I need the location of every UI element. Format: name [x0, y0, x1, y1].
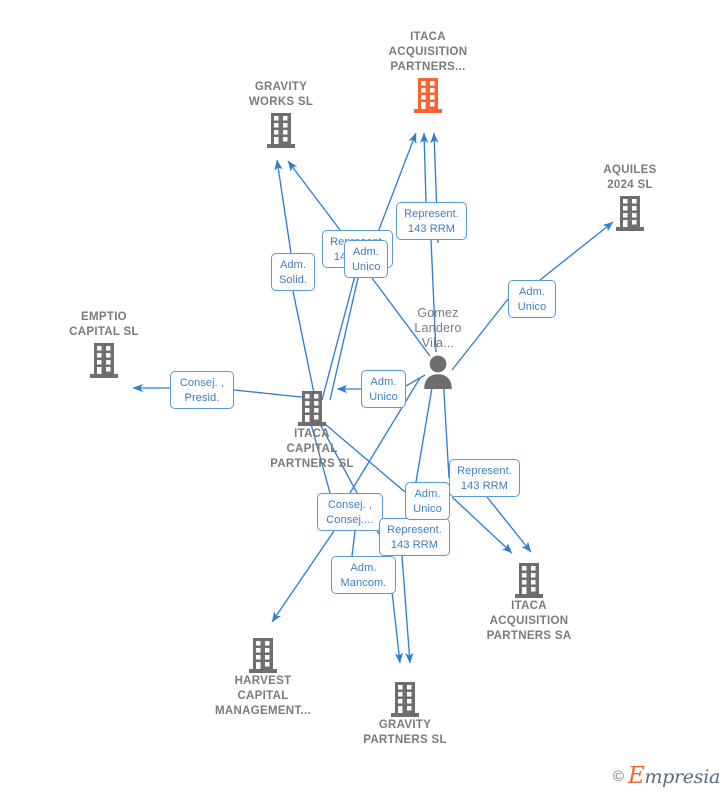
- edge-label-adm-unico-mid[interactable]: Adm. Unico: [405, 482, 450, 520]
- edge-label-consej-presid[interactable]: Consej. , Presid.: [170, 371, 234, 409]
- node-gomez-landero-vila[interactable]: Gomez Landero Vila...: [363, 306, 513, 390]
- edge-adm-solid-to-gravity-works: [274, 159, 292, 254]
- node-gravity-partners-sl[interactable]: GRAVITY PARTNERS SL: [330, 679, 480, 748]
- node-label: HARVEST CAPITAL MANAGEMENT...: [215, 675, 311, 717]
- edge-represent143-to-gravity-partners: [401, 555, 414, 664]
- node-itaca-capital-partners-sl[interactable]: ITACA CAPITAL PARTNERS SL: [237, 388, 387, 472]
- building-icon: [264, 111, 298, 149]
- node-itaca-acquisition-partners[interactable]: ITACA ACQUISITION PARTNERS...: [353, 30, 503, 114]
- edge-represent143-to-itaca-acq-a: [420, 132, 429, 203]
- brand-initial: E: [627, 763, 645, 789]
- brand-rest: mpresia: [644, 766, 720, 788]
- connector-adm-unico-top-source: [329, 277, 359, 401]
- building-icon: [246, 636, 280, 674]
- edge-label-adm-mancom[interactable]: Adm. Mancom.: [331, 556, 396, 594]
- node-label: ITACA CAPITAL PARTNERS SL: [270, 428, 354, 470]
- person-icon: [421, 352, 455, 390]
- building-icon: [87, 341, 121, 379]
- node-aquiles-2024-sl[interactable]: AQUILES 2024 SL: [555, 163, 705, 232]
- copyright-icon: ©: [612, 767, 624, 785]
- node-label: GRAVITY PARTNERS SL: [363, 719, 447, 746]
- edge-label-adm-unico-itaca-capital[interactable]: Adm. Unico: [361, 370, 406, 408]
- connector-represent143-hidden-source: [321, 267, 358, 401]
- edge-label-represent-143-rrm-mid-right[interactable]: Represent. 143 RRM: [449, 459, 520, 497]
- edge-represent143-to-gravity-works: [287, 160, 341, 231]
- empresia-watermark: © Empresia: [613, 763, 720, 789]
- edge-consej-consej-to-harvest: [271, 530, 335, 623]
- building-icon: [295, 389, 329, 427]
- edge-label-adm-unico-top-center[interactable]: Adm. Unico: [344, 240, 388, 278]
- building-icon: [512, 561, 546, 599]
- building-icon: [411, 76, 445, 114]
- edge-label-represent-143-rrm-top[interactable]: Represent. 143 RRM: [396, 202, 467, 240]
- edge-label-adm-solid[interactable]: Adm. Solid.: [271, 253, 315, 291]
- node-itaca-acquisition-partners-sa[interactable]: ITACA ACQUISITION PARTNERS SA: [454, 560, 604, 644]
- building-icon: [388, 680, 422, 718]
- brand-name: Empresia: [628, 763, 720, 789]
- node-emptio-capital-sl[interactable]: EMPTIO CAPITAL SL: [29, 310, 179, 379]
- building-icon: [613, 194, 647, 232]
- connector-adm-unico-mid-person: [415, 375, 435, 483]
- node-label: ITACA ACQUISITION PARTNERS SA: [486, 600, 572, 642]
- node-gravity-works-sl[interactable]: GRAVITY WORKS SL: [206, 80, 356, 149]
- edge-adm-unico-to-itaca-acq-sa: [451, 496, 513, 554]
- edge-label-consej-consej[interactable]: Consej. , Consej....: [317, 493, 383, 531]
- node-label: ITACA ACQUISITION PARTNERS...: [388, 31, 468, 73]
- node-label: AQUILES 2024 SL: [603, 164, 657, 191]
- node-harvest-capital-management[interactable]: HARVEST CAPITAL MANAGEMENT...: [188, 635, 338, 719]
- node-label: GRAVITY WORKS SL: [248, 81, 314, 108]
- node-label: Gomez Landero Vila...: [414, 306, 462, 350]
- edge-label-represent-143-rrm-lower[interactable]: Represent. 143 RRM: [379, 518, 450, 556]
- connector-adm-mancom-consej: [351, 530, 356, 557]
- edge-represent143-to-itaca-acq-sa: [486, 496, 532, 553]
- edge-label-adm-unico-aquiles[interactable]: Adm. Unico: [508, 280, 556, 318]
- connector-adm-solid-source: [292, 290, 316, 399]
- node-label: EMPTIO CAPITAL SL: [69, 311, 139, 338]
